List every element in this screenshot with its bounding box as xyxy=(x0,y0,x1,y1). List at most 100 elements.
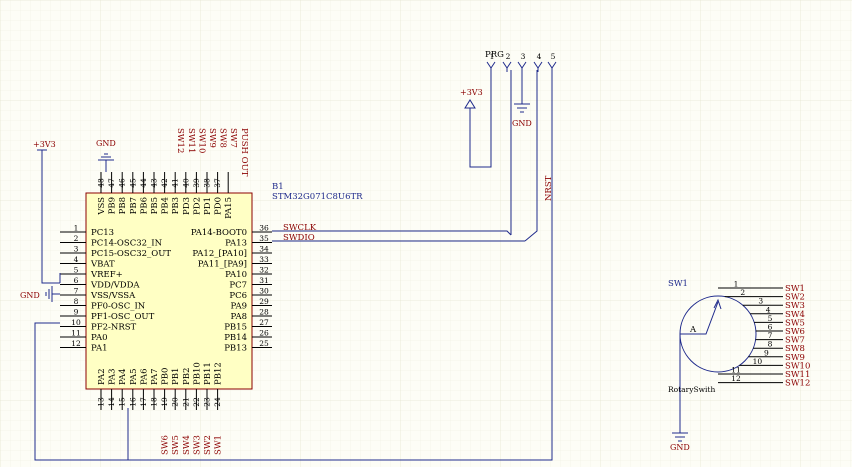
mcu-pin-name: PA15 xyxy=(224,197,234,219)
wires xyxy=(34,70,681,461)
mcu-pin-name: PB3 xyxy=(171,197,181,214)
sw-pin-number: 8 xyxy=(768,340,773,349)
sw-pin-number: 6 xyxy=(768,323,773,332)
mcu-pin-name: PA9 xyxy=(231,302,248,312)
mcu-pin-number: 38 xyxy=(203,178,212,188)
top-net-label: SW9 xyxy=(207,128,217,148)
mcu-pin-name: PB15 xyxy=(224,323,247,333)
mcu-pin-number: 37 xyxy=(213,178,222,188)
sw-pin-number: 5 xyxy=(768,314,773,323)
mcu-pin-number: 22 xyxy=(192,397,201,407)
sw-common-label: A xyxy=(689,325,697,335)
mcu-pin-number: 30 xyxy=(259,287,269,296)
mcu-pin-number: 33 xyxy=(259,255,269,264)
mcu-pin-name: PA2 xyxy=(97,369,107,386)
sw-pin-number: 2 xyxy=(740,288,745,297)
mcu-pin-number: 45 xyxy=(128,178,137,188)
mcu-pin-name: PD1 xyxy=(203,197,213,215)
mcu-pin-name: PD3 xyxy=(182,197,192,215)
mcu-pin-name: PF0-OSC_IN xyxy=(91,302,146,312)
gnd-top-label: GND xyxy=(96,139,116,148)
mcu-pin-name: VDD/VDDA xyxy=(90,281,140,291)
mcu-pin-name: PB10 xyxy=(192,362,202,385)
mcu-pin-name: PC6 xyxy=(229,291,247,301)
top-net-label: SW7 xyxy=(228,128,238,148)
mcu-pin-number: 34 xyxy=(259,245,269,254)
top-net-label: SW8 xyxy=(218,128,228,148)
mcu-pin-number: 6 xyxy=(74,276,79,285)
mcu-pin-name: PA6 xyxy=(139,369,149,386)
bottom-net-label: SW3 xyxy=(192,435,202,455)
sw-pin-number: 12 xyxy=(731,374,741,383)
mcu-pin-name: PB4 xyxy=(161,197,171,214)
mcu-pin-name: PB14 xyxy=(224,333,247,343)
mcu-pin-name: PC14-OSC32_IN xyxy=(91,239,163,249)
top-net-label: PUSH OUT xyxy=(239,128,249,177)
bottom-net-label: SW6 xyxy=(161,435,171,455)
power-symbols: +3V3 GND GND +3V3 GND GND xyxy=(20,88,690,452)
mcu-pin-number: 29 xyxy=(259,297,269,306)
mcu-pin-number: 15 xyxy=(118,397,127,407)
mcu-pin-name: PB2 xyxy=(182,368,192,385)
mcu-pin-name: VSS xyxy=(97,197,107,216)
sw-designator: SW1 xyxy=(668,279,688,289)
mcu-pin-number: 42 xyxy=(160,178,169,188)
sw-wiper-arrow xyxy=(713,298,722,310)
bottom-net-label: SW4 xyxy=(182,435,192,455)
header-pin-number: 1 xyxy=(490,52,495,61)
mcu-pin-name: PA11_[PA9] xyxy=(198,260,247,270)
mcu-pin-name: VSS/VSSA xyxy=(90,291,136,301)
mcu-pin-number: 44 xyxy=(139,178,148,188)
mcu-pin-name: PA14-BOOT0 xyxy=(191,228,247,238)
sw-net-label: SW1 xyxy=(785,284,805,294)
mcu-pin-number: 21 xyxy=(181,397,190,407)
mcu-pin-number: 32 xyxy=(259,266,269,275)
mcu-pin-name: VREF+ xyxy=(90,270,123,280)
mcu-pin-number: 24 xyxy=(213,397,222,407)
mcu-pin-number: 27 xyxy=(259,318,269,327)
mcu-pin-number: 10 xyxy=(71,318,81,327)
mcu-pin-name: PB9 xyxy=(108,197,118,214)
mcu-pin-name: PB11 xyxy=(203,362,213,385)
mcu-pin-number: 9 xyxy=(74,308,79,317)
mcu-pin-number: 7 xyxy=(74,287,79,296)
mcu-pin-number: 41 xyxy=(171,178,180,188)
mcu-pin-name: PA10 xyxy=(225,270,247,280)
mcu-pin-name: PA13 xyxy=(225,239,247,249)
mcu-pin-name: PA12_[PA10] xyxy=(192,249,247,259)
mcu-pin-number: 25 xyxy=(259,339,269,348)
mcu-pin-number: 43 xyxy=(150,178,159,188)
sw-part-name: RotarySwith xyxy=(668,385,715,394)
mcu-pin-number: 16 xyxy=(128,397,137,407)
mcu-pin-name: PB12 xyxy=(214,362,224,385)
mcu-pin-number: 20 xyxy=(171,397,180,407)
mcu-pin-name: PB6 xyxy=(139,197,149,214)
sw-net-label: SW3 xyxy=(785,301,805,311)
mcu-pin-number: 8 xyxy=(74,297,79,306)
mcu-part-number: STM32G071C8U6TR xyxy=(272,192,363,202)
sw-net-label: SW6 xyxy=(785,327,805,337)
mcu-pin-number: 47 xyxy=(107,178,116,188)
sw-net-label: SW11 xyxy=(785,370,810,380)
gnd-sw-label: GND xyxy=(670,443,690,452)
mcu-pin-name: PB1 xyxy=(171,368,181,385)
mcu-pin-number: 23 xyxy=(203,397,212,407)
sw-net-label: SW10 xyxy=(785,361,810,371)
sw-pin-number: 7 xyxy=(768,331,773,340)
bottom-net-label: SW2 xyxy=(203,435,213,455)
mcu-pin-number: 28 xyxy=(259,308,269,317)
bottom-net-label: SW1 xyxy=(214,435,224,455)
mcu-pin-name: PA7 xyxy=(150,369,160,386)
mcu-pin-name: PB8 xyxy=(118,197,128,214)
sw-net-label: SW2 xyxy=(785,293,805,303)
mcu-pin-name: PC7 xyxy=(229,281,247,291)
mcu-designator: B1 xyxy=(272,182,284,192)
header-pin-number: 3 xyxy=(521,52,526,61)
mcu-pin-number: 48 xyxy=(97,178,106,188)
mcu-pin-number: 13 xyxy=(97,397,106,407)
top-net-label: SW10 xyxy=(196,128,206,153)
